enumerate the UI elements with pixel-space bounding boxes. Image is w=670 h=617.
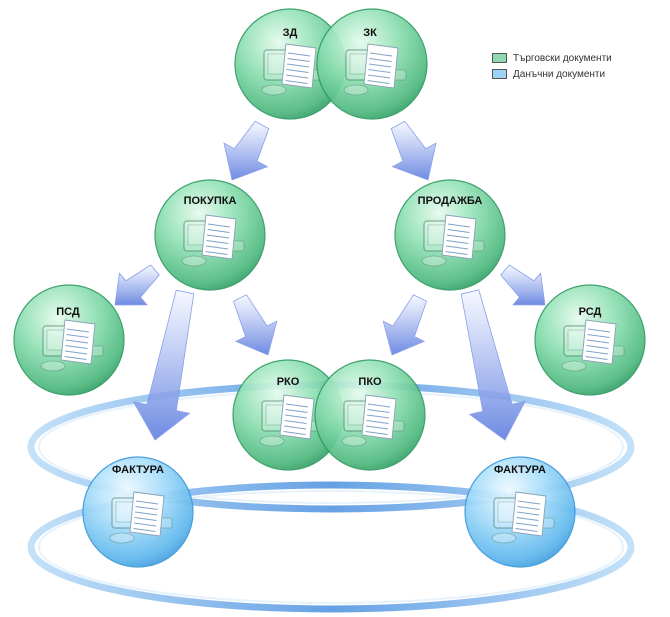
ring-lower — [27, 481, 635, 613]
arrows — [114, 120, 546, 441]
node-label: ЗК — [363, 27, 377, 39]
document-computer-icon — [259, 394, 323, 447]
arrow-prodazhba-to-pko — [382, 294, 427, 356]
node-label: ЗД — [283, 27, 298, 39]
node-label: ПОКУПКА — [184, 195, 237, 207]
arrow-prodazhba-to-rsd — [500, 264, 546, 306]
legend-item-trade: Търговски документи — [492, 50, 612, 66]
node-faktura-left[interactable]: ФАКТУРА — [82, 456, 194, 568]
legend-label-tax: Данъчни документи — [513, 68, 606, 80]
document-computer-icon — [341, 394, 405, 447]
document-computer-icon — [181, 214, 245, 267]
node-label: ПКО — [358, 376, 382, 388]
nodes: ЗД ЗК ПОКУПКА ПРОДАЖБА ПСД РСД РКО ПКО ФАКТУРА ФА… — [13, 8, 646, 568]
document-computer-icon — [561, 319, 625, 372]
node-label: РКО — [277, 376, 300, 388]
arrow-zd-to-pokupka — [223, 120, 270, 181]
node-pko[interactable]: ПКО — [314, 359, 426, 471]
legend-swatch-tax — [492, 69, 507, 79]
node-faktura-right[interactable]: ФАКТУРА — [464, 456, 576, 568]
legend-item-tax: Данъчни документи — [492, 66, 612, 82]
node-label: ПРОДАЖБА — [418, 195, 483, 207]
node-rko[interactable]: РКО — [232, 359, 344, 471]
node-label: ПСД — [56, 306, 80, 318]
arrow-prodazhba-to-faktura — [460, 289, 526, 441]
document-computer-icon — [343, 43, 407, 96]
arrow-pokupka-to-faktura — [132, 289, 195, 441]
legend-swatch-trade — [492, 53, 507, 63]
node-prodazhba[interactable]: ПРОДАЖБА — [394, 179, 506, 291]
node-pokupka[interactable]: ПОКУПКА — [154, 179, 266, 291]
node-zk[interactable]: ЗК — [316, 8, 428, 120]
arrow-zk-to-prodazhba — [390, 120, 437, 181]
document-computer-icon — [261, 43, 325, 96]
arrow-pokupka-to-psd — [114, 264, 160, 306]
legend-label-trade: Търговски документи — [513, 52, 612, 64]
document-computer-icon — [421, 214, 485, 267]
node-psd[interactable]: ПСД — [13, 284, 125, 396]
document-computer-icon — [491, 491, 555, 544]
document-computer-icon — [109, 491, 173, 544]
document-computer-icon — [40, 319, 104, 372]
node-label: ФАКТУРА — [112, 464, 164, 476]
node-zd[interactable]: ЗД — [234, 8, 346, 120]
node-label: РСД — [579, 306, 602, 318]
node-label: ФАКТУРА — [494, 464, 546, 476]
node-rsd[interactable]: РСД — [534, 284, 646, 396]
ring-lower-inner — [38, 490, 624, 604]
legend: Търговски документи Данъчни документи — [492, 50, 612, 82]
arrow-pokupka-to-rko — [233, 294, 278, 356]
